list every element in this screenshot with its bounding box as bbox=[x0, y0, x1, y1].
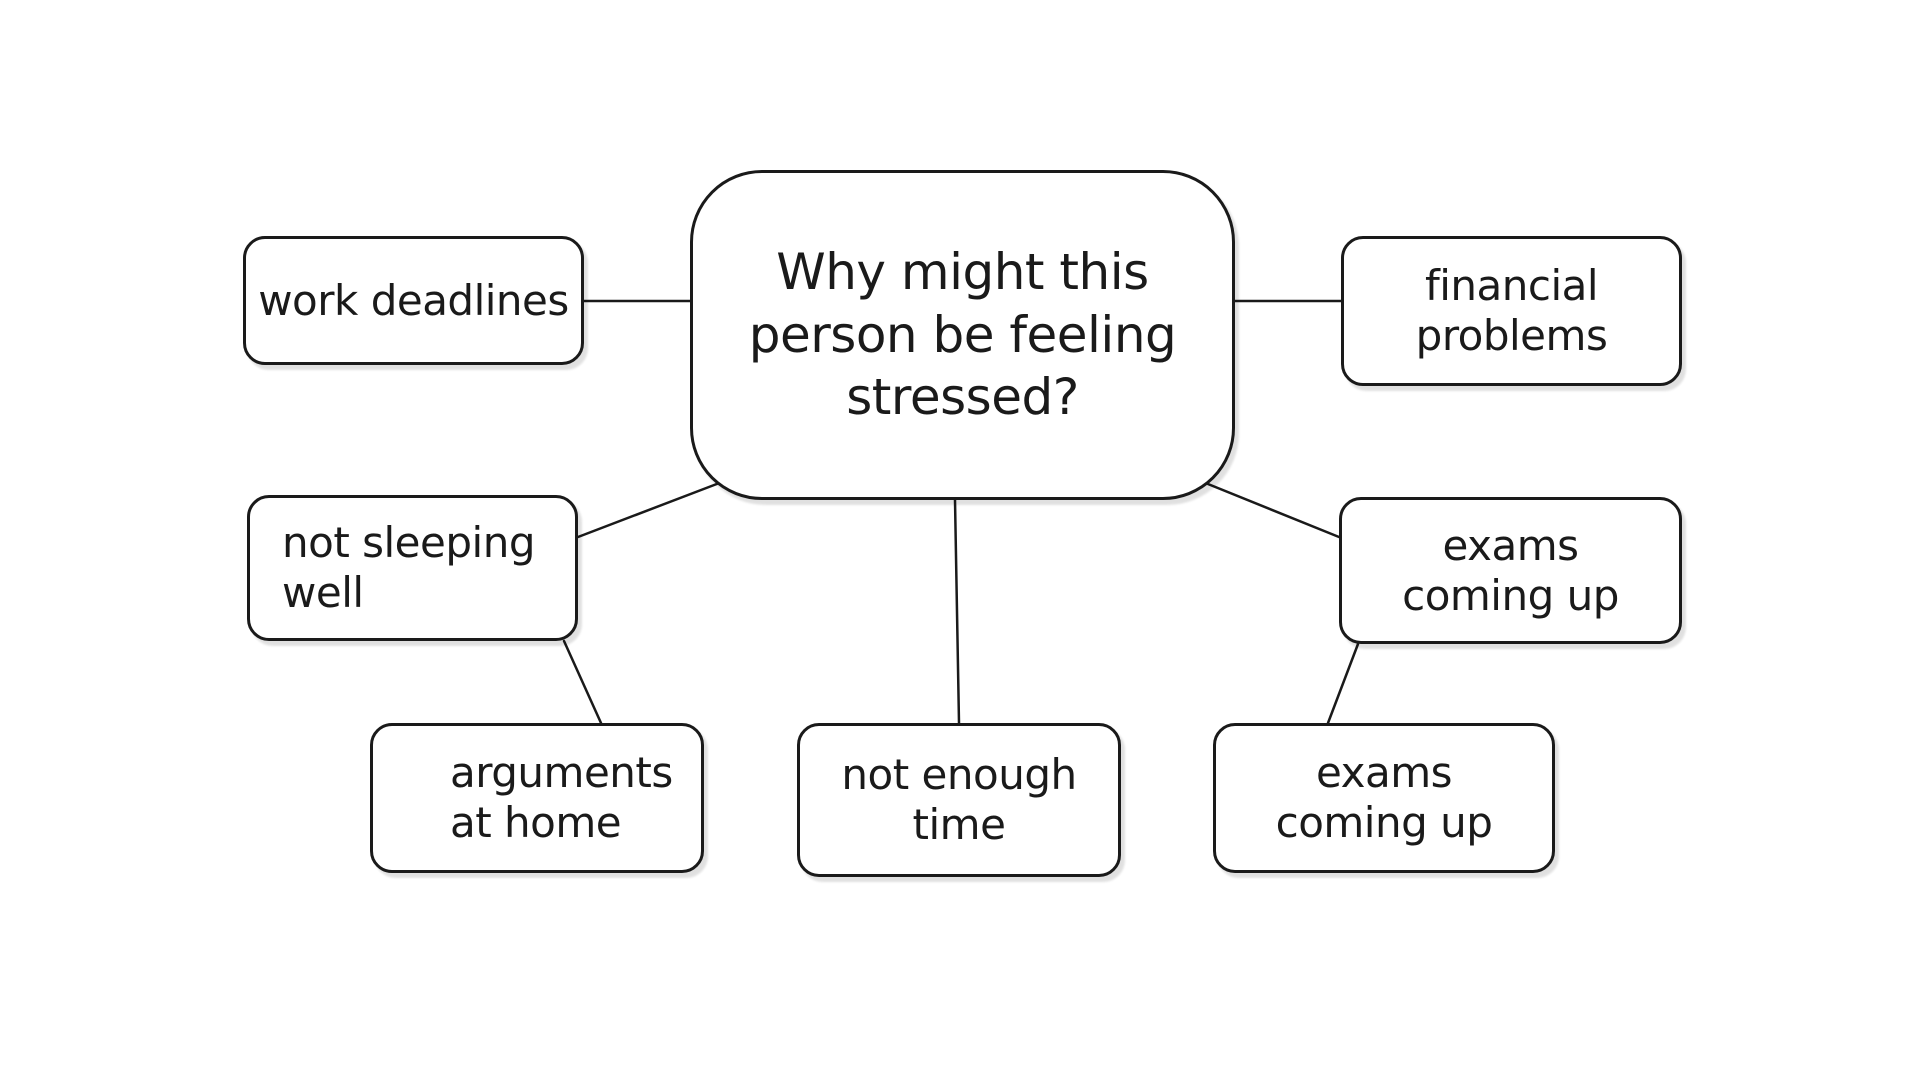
node-arguments-at-home-text: arguments at home bbox=[450, 748, 673, 847]
node-not-enough-time: not enough time bbox=[797, 723, 1121, 877]
node-exams-coming-up-bottom-text: exams coming up bbox=[1275, 748, 1493, 847]
node-work-deadlines: work deadlines bbox=[243, 236, 584, 365]
node-not-sleeping-well-text: not sleeping well bbox=[282, 518, 535, 617]
node-exams-coming-up-top-text: exams coming up bbox=[1402, 520, 1619, 620]
connector-center-exams-top bbox=[1201, 480, 1341, 539]
node-exams-coming-up-top: exams coming up bbox=[1339, 497, 1682, 644]
connector-center-not-enough-time bbox=[953, 498, 961, 725]
connector-center-not-sleeping-well bbox=[576, 480, 724, 539]
node-not-sleeping-well: not sleeping well bbox=[247, 495, 578, 641]
node-financial-problems-text: financial problems bbox=[1415, 261, 1608, 360]
connector-exams-top-exams-bottom bbox=[1326, 642, 1360, 725]
node-work-deadlines-text: work deadlines bbox=[258, 275, 569, 325]
node-not-enough-time-text: not enough time bbox=[841, 750, 1077, 849]
node-financial-problems: financial problems bbox=[1341, 236, 1682, 386]
central-question-text: Why might this person be feeling stresse… bbox=[748, 243, 1177, 427]
node-arguments-at-home: arguments at home bbox=[370, 723, 704, 873]
central-question-node: Why might this person be feeling stresse… bbox=[690, 170, 1235, 500]
node-exams-coming-up-bottom: exams coming up bbox=[1213, 723, 1555, 873]
connector-sleep-arguments bbox=[562, 639, 603, 725]
